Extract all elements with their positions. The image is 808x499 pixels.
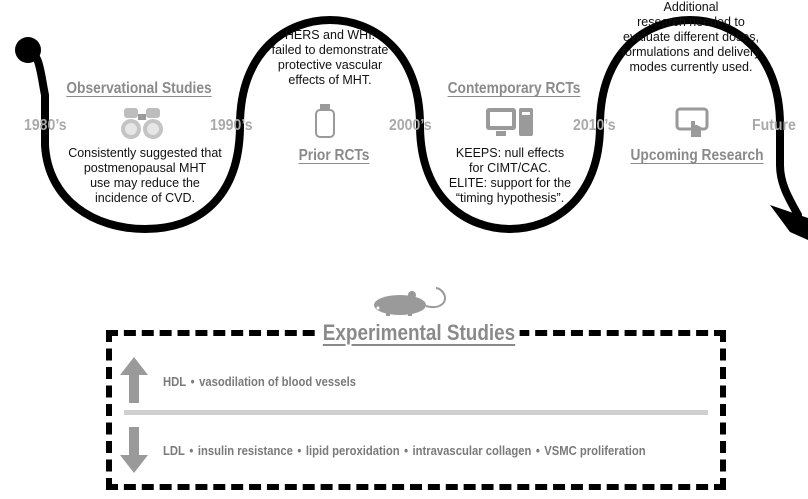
description-line: KEEPS: null effects [455,146,565,160]
experimental-studies-title: Experimental Studies [318,320,520,346]
effect-item: insulin resistance [197,444,293,458]
separator-bullet: • [404,444,409,458]
binoculars-icon [121,108,163,139]
effect-item: lipid peroxidation [305,444,400,458]
description-line: modes currently used. [629,60,753,74]
description-line: ELITE: support for the [448,176,572,190]
effects-divider [124,410,708,415]
era-title-observational-studies: Observational Studies [62,80,216,98]
description-line: “timing hypothesis”. [455,191,565,205]
era-title-contemporary-rcts: Contemporary RCTs [437,80,591,98]
description-line: for CIMT/CAC. [469,161,551,175]
description-line: protective vascular [277,58,383,72]
description-line: research needed to [637,15,745,29]
decade-label-2000s: 2000’s [389,117,432,134]
effect-item: HDL [163,375,187,389]
era-description-observational: Consistently suggested that postmenopaus… [52,146,238,206]
description-line: formulations and delivery [621,45,761,59]
decade-label-future: Future [752,117,796,134]
timeline-end-arrowhead [770,205,808,240]
separator-bullet: • [535,444,540,458]
effect-item: vasodilation of blood vessels [199,375,357,389]
decade-label-1980s: 1980’s [24,117,67,134]
era-title-prior-rcts: Prior RCTs [278,147,390,165]
effect-item: VSMC proliferation [544,444,646,458]
effect-item: LDL [163,444,185,458]
era-description-upcoming: Additional research needed to evaluate d… [606,0,776,75]
increase-effects-row: HDL• vasodilation of blood vessels [163,375,356,389]
effect-item: intravascular collagen [412,444,532,458]
decade-label-1990s: 1990’s [210,117,253,134]
separator-bullet: • [190,375,195,389]
pill-bottle-icon [315,104,335,138]
arrow-down-icon [120,427,148,473]
era-description-prior-rcts: HERS and WHI: failed to demonstrate prot… [246,28,414,88]
mouse-icon [374,287,446,316]
description-line: incidence of CVD. [94,191,196,205]
decrease-effects-row: LDL•insulin resistance•lipid peroxidatio… [163,444,646,458]
computer-icon [486,108,533,136]
separator-bullet: • [297,444,302,458]
description-line: postmenopausal MHT [83,161,207,175]
era-description-contemporary: KEEPS: null effects for CIMT/CAC. ELITE:… [432,146,588,206]
decade-label-2010s: 2010’s [573,117,616,134]
separator-bullet: • [189,444,194,458]
description-line: effects of MHT. [288,73,372,87]
description-line: evaluate different doses, [623,30,759,44]
description-line: Additional [663,0,719,14]
description-line: use may reduce the [90,176,200,190]
description-line: Consistently suggested that [68,146,222,160]
timeline-curve [24,15,802,234]
tablet-icon [675,107,709,137]
description-line: HERS and WHI: [284,28,376,42]
arrow-up-icon [120,357,148,403]
era-title-upcoming-research: Upcoming Research [626,147,768,165]
description-line: failed to demonstrate [271,43,389,57]
